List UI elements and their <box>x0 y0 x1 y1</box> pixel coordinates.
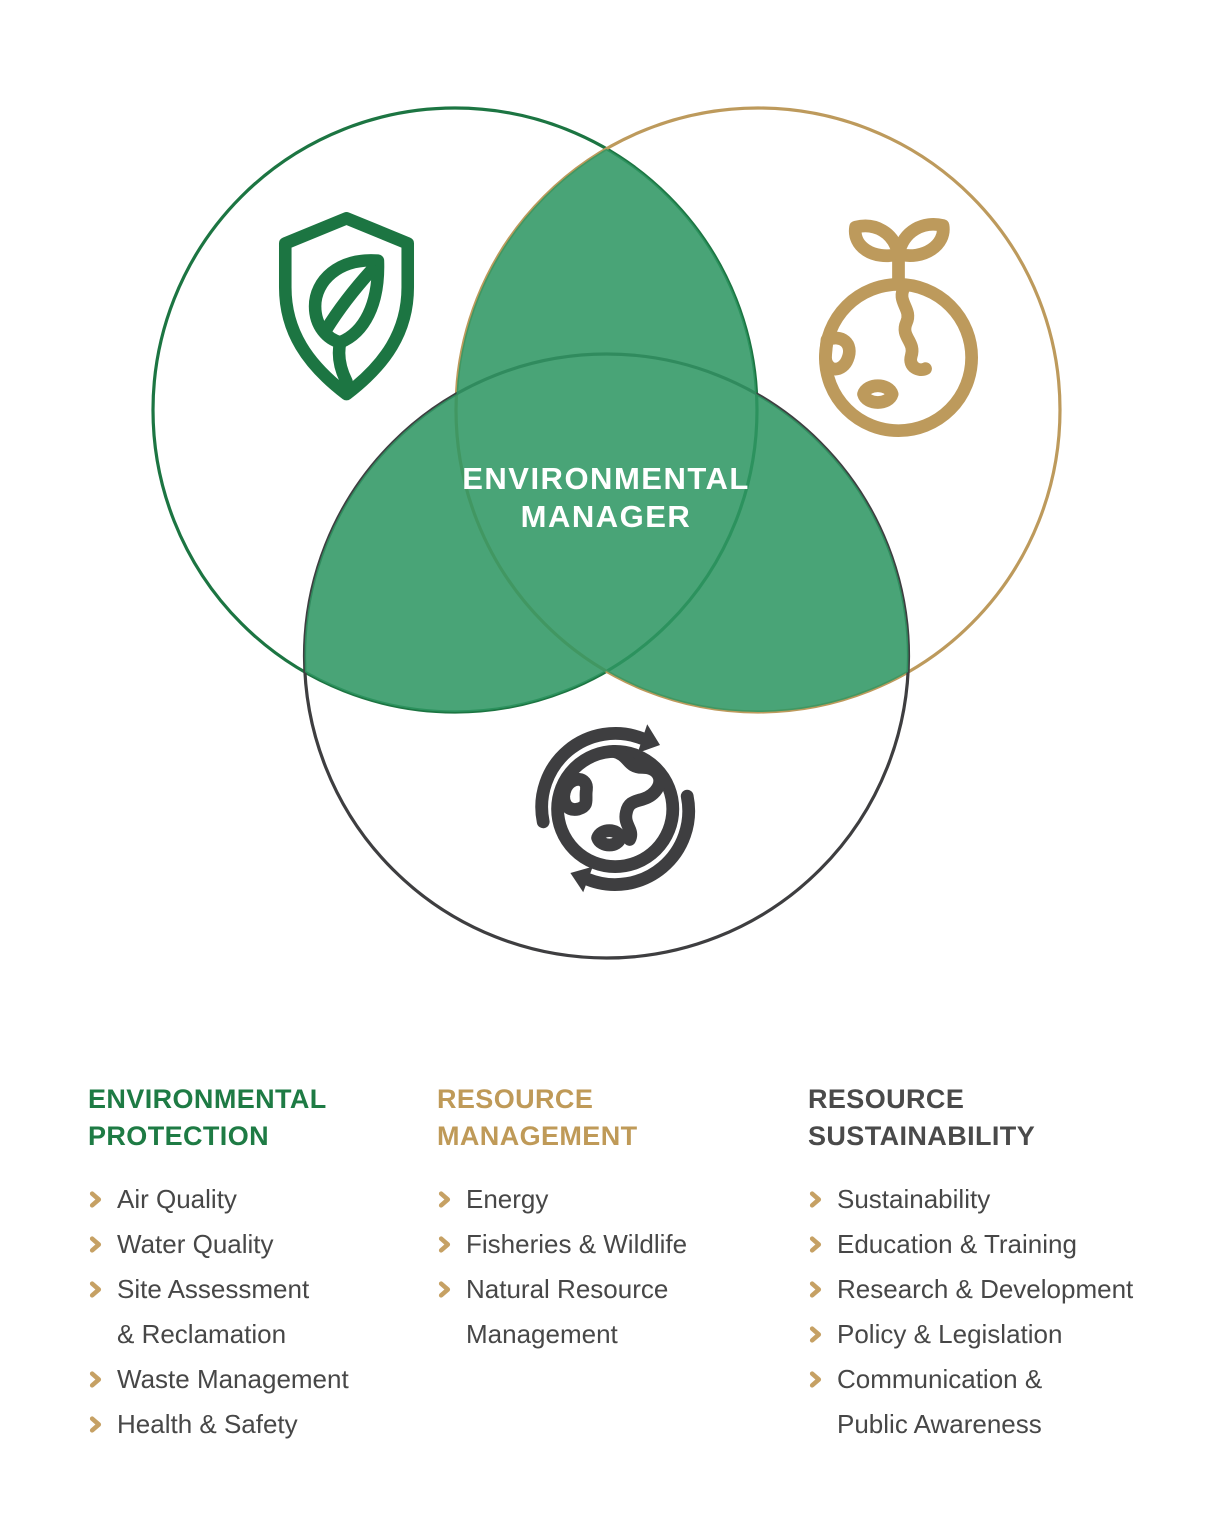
continent-oval <box>857 379 899 409</box>
list-item: Health & Safety <box>88 1402 428 1447</box>
list-item-label: Natural Resource Management <box>466 1274 669 1349</box>
leaf-vein <box>319 263 378 337</box>
overlap-lens-left <box>304 354 757 712</box>
continent-left <box>819 331 856 376</box>
continent-squiggle <box>895 279 932 376</box>
leaf-stem <box>332 336 353 388</box>
chevron-bullet-icon <box>438 1236 451 1253</box>
list-item-label: Air Quality <box>117 1184 237 1214</box>
list-item: Site Assessment & Reclamation <box>88 1267 428 1357</box>
list-item: Sustainability <box>808 1177 1178 1222</box>
chevron-path <box>438 1191 451 1208</box>
shield-leaf-icon <box>278 212 415 401</box>
list-item-label: Research & Development <box>837 1274 1134 1304</box>
list-item: Energy <box>437 1177 782 1222</box>
list-item: Natural Resource Management <box>437 1267 782 1357</box>
list-item-label: Energy <box>466 1184 549 1214</box>
continent-right <box>607 745 666 846</box>
chevron-path <box>89 1416 102 1433</box>
chevron-bullet-icon <box>809 1281 822 1298</box>
cycle-arrowhead-bottom <box>570 866 593 893</box>
chevron-path <box>809 1281 822 1298</box>
list-item: Air Quality <box>88 1177 428 1222</box>
list-item: Waste Management <box>88 1357 428 1402</box>
chevron-path <box>809 1191 822 1208</box>
continent-left <box>557 773 593 816</box>
column-title: ENVIRONMENTAL PROTECTION <box>88 1084 327 1151</box>
list-item-label: Health & Safety <box>117 1409 298 1439</box>
earth-cycle-icon <box>535 724 696 893</box>
chevron-bullet-icon <box>89 1416 102 1433</box>
list-item-label: Site Assessment & Reclamation <box>117 1274 310 1349</box>
list-item-label: Fisheries & Wildlife <box>466 1229 688 1259</box>
column-title: RESOURCE MANAGEMENT <box>437 1084 638 1151</box>
sprout-leaf-right <box>892 218 950 262</box>
list-item: Research & Development <box>808 1267 1178 1312</box>
list-item-label: Education & Training <box>837 1229 1077 1259</box>
chevron-path <box>809 1326 822 1343</box>
venn-center-label: ENVIRONMENTAL MANAGER <box>462 461 750 534</box>
chevron-bullet-icon <box>809 1326 822 1343</box>
list-item-label: Water Quality <box>117 1229 274 1259</box>
chevron-path <box>89 1371 102 1388</box>
chevron-path <box>89 1236 102 1253</box>
chevron-bullet-icon <box>809 1191 822 1208</box>
chevron-bullet-icon <box>809 1236 822 1253</box>
chevron-path <box>438 1281 451 1298</box>
list-item: Water Quality <box>88 1222 428 1267</box>
chevron-path <box>89 1191 102 1208</box>
cycle-arrow-bottom <box>581 789 696 891</box>
venn-diagram <box>151 106 1062 960</box>
sprout-earth-icon <box>819 218 979 438</box>
chevron-bullet-icon <box>89 1191 102 1208</box>
chevron-bullet-icon <box>438 1281 451 1298</box>
list-item: Policy & Legislation <box>808 1312 1178 1357</box>
chevron-path <box>809 1371 822 1388</box>
list-item-label: Communication & Public Awareness <box>837 1364 1043 1439</box>
chevron-bullet-icon <box>438 1191 451 1208</box>
chevron-bullet-icon <box>89 1236 102 1253</box>
chevron-bullet-icon <box>89 1371 102 1388</box>
venn-overlap-fill <box>304 108 909 712</box>
list-item: Fisheries & Wildlife <box>437 1222 782 1267</box>
list-item-label: Sustainability <box>837 1184 991 1214</box>
chevron-bullet-icon <box>89 1281 102 1298</box>
chevron-path <box>89 1281 102 1298</box>
list-item-label: Policy & Legislation <box>837 1319 1063 1349</box>
chevron-bullet-icon <box>809 1371 822 1388</box>
cycle-arrowhead-top <box>637 724 660 753</box>
chevron-path <box>809 1236 822 1253</box>
column-title: RESOURCE SUSTAINABILITY <box>808 1084 1036 1151</box>
sprout-leaf-left <box>849 219 905 262</box>
list-item-label: Waste Management <box>117 1364 349 1394</box>
cycle-arrow-top <box>535 727 649 829</box>
continent-oval <box>591 824 627 852</box>
chevron-path <box>438 1236 451 1253</box>
shield-outline <box>278 212 415 401</box>
list-item: Education & Training <box>808 1222 1178 1267</box>
list-item: Communication & Public Awareness <box>808 1357 1178 1447</box>
